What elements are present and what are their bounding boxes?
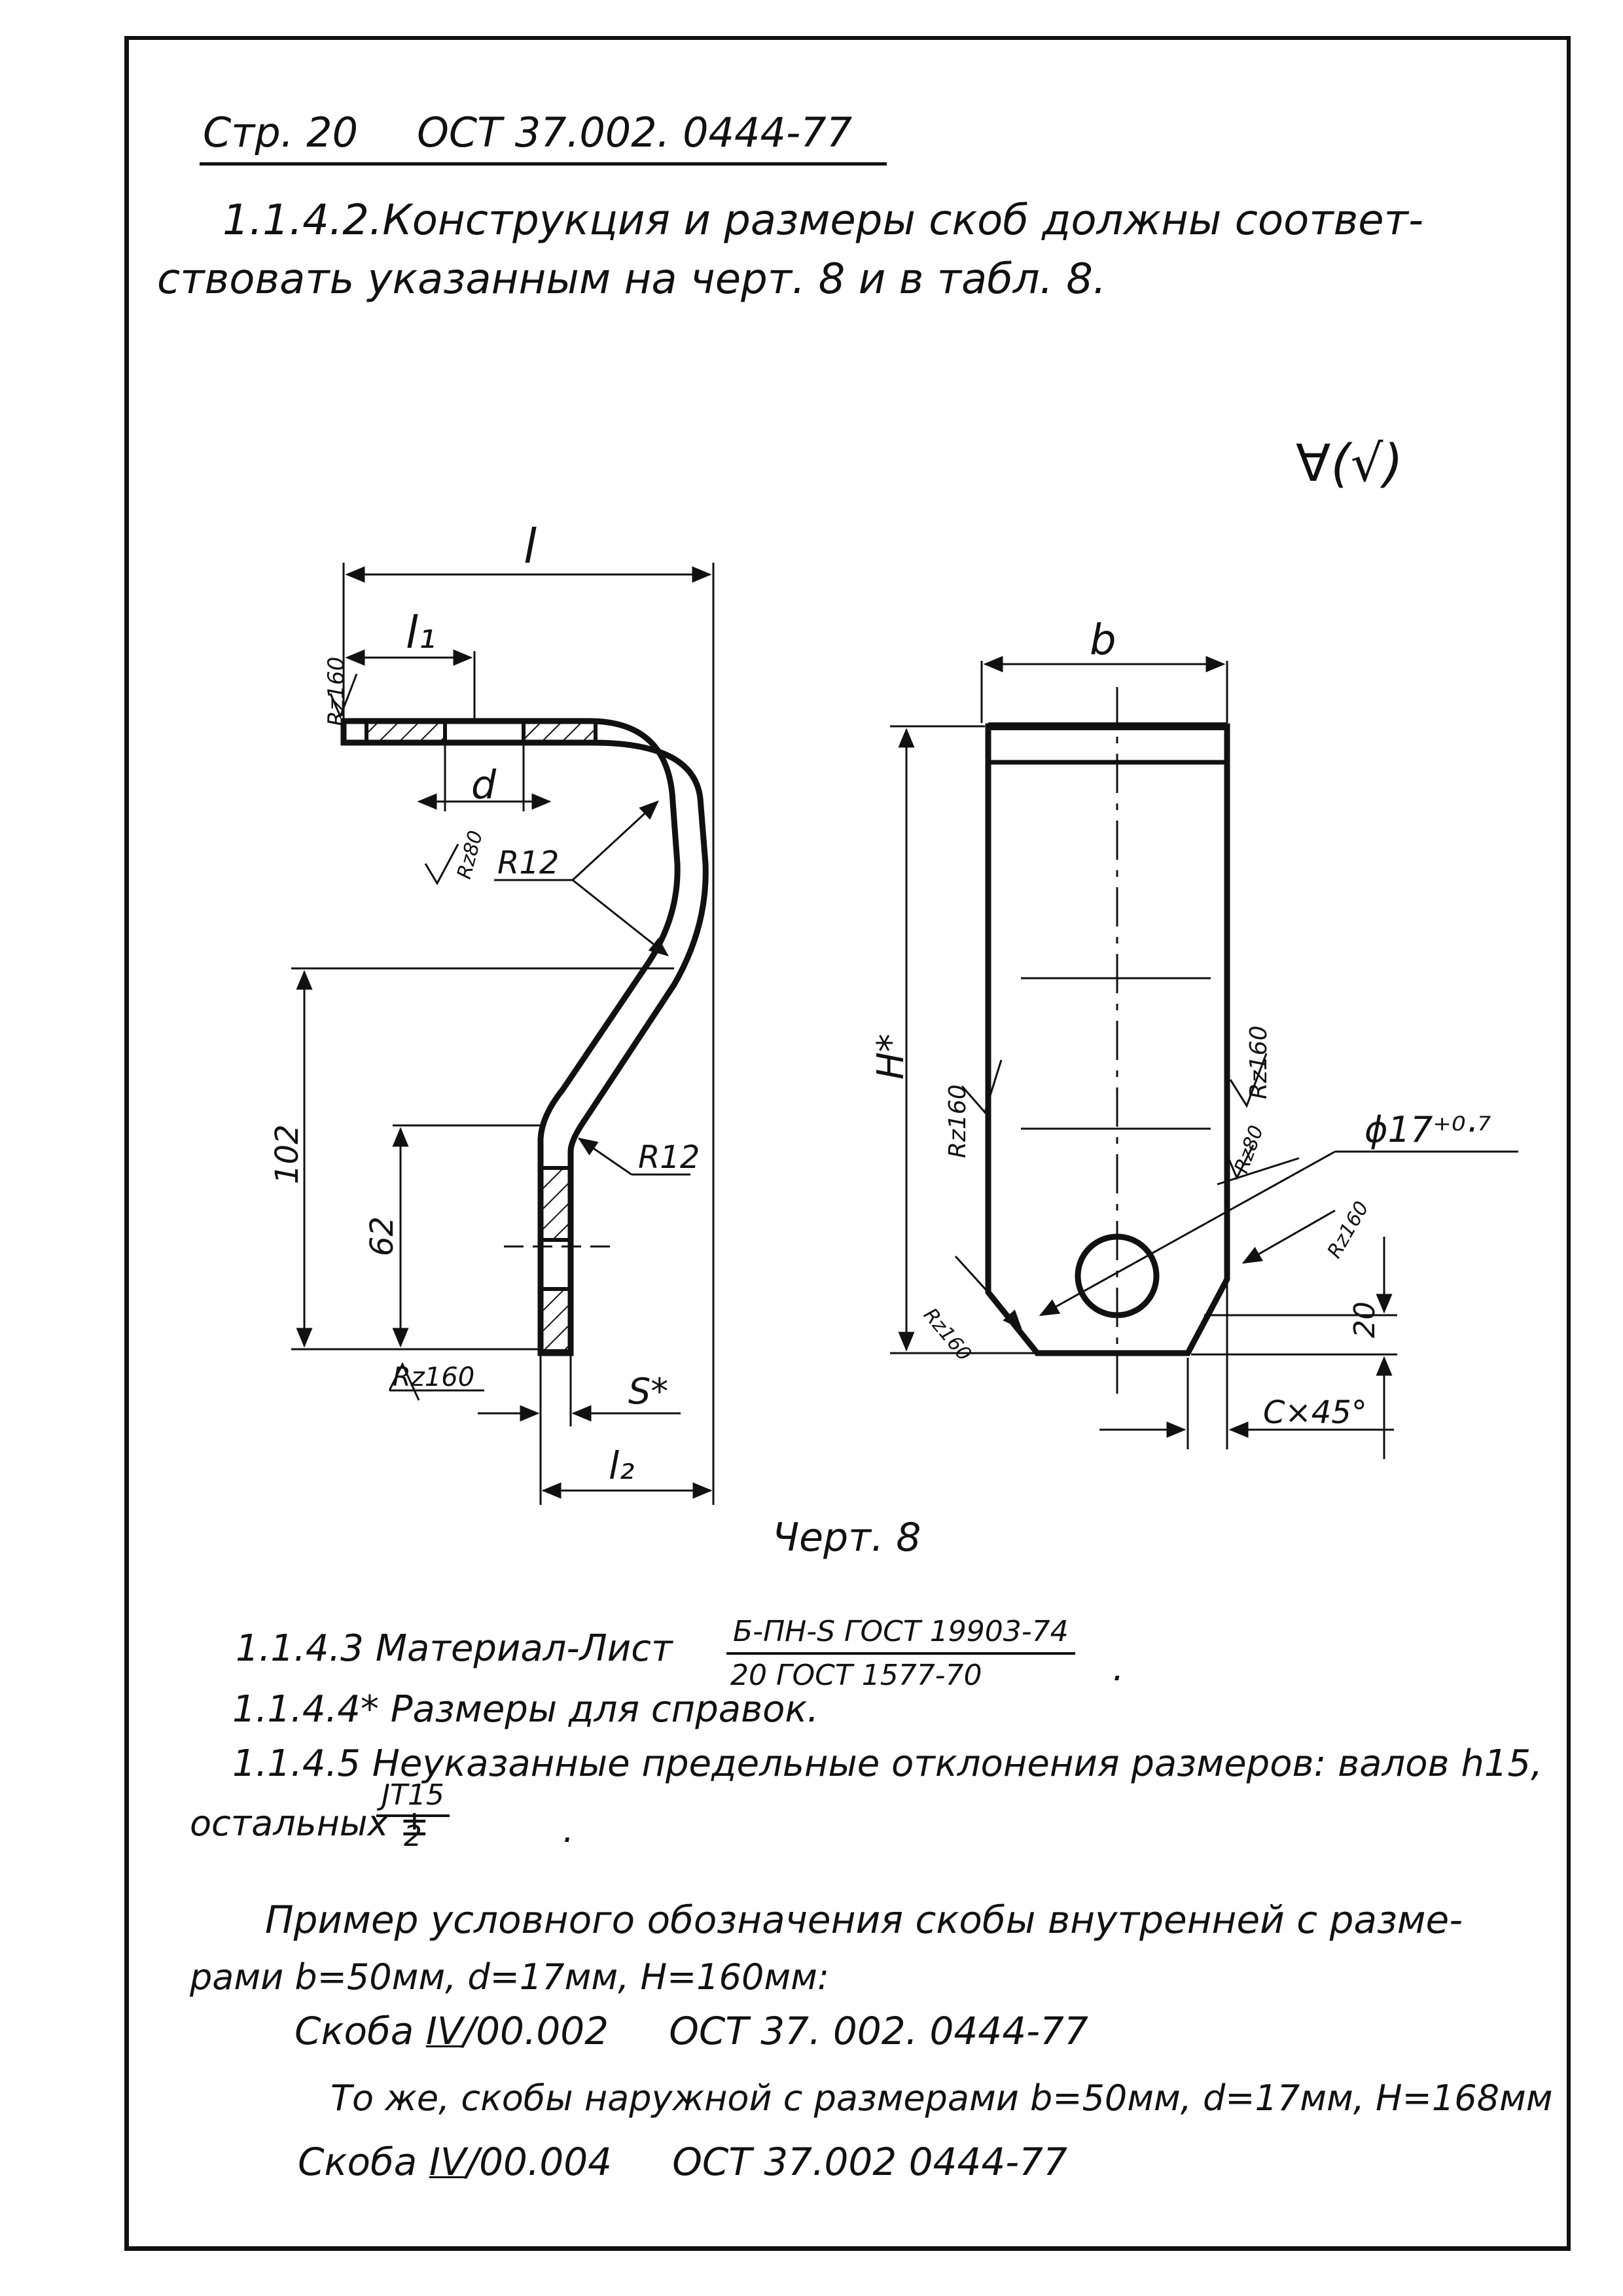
designation2-standard: ОСТ 37.002 0444-77 bbox=[672, 2140, 1067, 2184]
drawing-caption: Черт. 8 bbox=[772, 1515, 921, 1561]
tolerance-end: . bbox=[563, 1809, 575, 1850]
header-underline bbox=[200, 162, 887, 166]
dim-l2: l₂ bbox=[609, 1443, 634, 1488]
technical-drawing: ∀(√) bbox=[269, 434, 1518, 1505]
material-fraction: Б-ПН-S ГОСТ 19903-74 20 ГОСТ 1577-70 bbox=[726, 1615, 1075, 1692]
designation1-roman: IV bbox=[425, 2009, 463, 2053]
tolerance-fraction: JT15 2 bbox=[376, 1778, 450, 1853]
dim-62: 62 bbox=[364, 1216, 401, 1256]
clause-1142-line2: ствовать указанным на черт. 8 и в табл. … bbox=[157, 255, 1107, 304]
designation2-roman: IV bbox=[429, 2140, 467, 2184]
dim-l: l bbox=[524, 519, 537, 574]
note-tolerances-rest: остальных ± bbox=[190, 1803, 429, 1844]
front-view-labels: b H* ϕ17⁺⁰·⁷ 20 C×45° Rz160 Rz160 Rz80 R… bbox=[870, 616, 1491, 1431]
designation-external: Скоба IV/00.004 ОСТ 37.002 0444-77 bbox=[298, 2143, 1067, 2181]
example-line1: Пример условного обозначения скобы внутр… bbox=[265, 1898, 1463, 1942]
dim-102: 102 bbox=[269, 1124, 306, 1184]
radius-top: R12 bbox=[497, 845, 559, 881]
dim-20: 20 bbox=[1348, 1301, 1382, 1338]
rough-bottom: Rz160 bbox=[393, 1362, 474, 1392]
rough-top: Rz160 bbox=[323, 657, 349, 726]
material-end: . bbox=[1113, 1647, 1124, 1689]
designation2-word: Скоба bbox=[298, 2140, 418, 2184]
material-numerator: Б-ПН-S ГОСТ 19903-74 bbox=[726, 1615, 1075, 1655]
side-view-labels: l l₁ d R12 R12 102 62 S* l₂ Rz160 Rz80 R… bbox=[269, 519, 700, 1488]
page-number: Стр. 20 bbox=[203, 109, 359, 156]
dim-d: d bbox=[471, 762, 497, 808]
designation2-code: /00.004 bbox=[466, 2140, 613, 2184]
dim-l1: l₁ bbox=[406, 607, 436, 659]
designation-internal: Скоба IV/00.002 ОСТ 37. 002. 0444-77 bbox=[294, 2012, 1088, 2050]
rough-chamfer-left: Rz160 bbox=[919, 1304, 976, 1366]
clause-1142-line1: 1.1.4.2.Конструкция и размеры скоб должн… bbox=[223, 196, 1424, 245]
rough-left: Rz160 bbox=[944, 1084, 971, 1158]
note-tolerances: 1.1.4.5 Неуказанные предельные отклонени… bbox=[232, 1742, 1543, 1785]
example-line3: То же, скобы наружной с размерами b=50мм… bbox=[330, 2077, 1553, 2119]
dim-chamfer: C×45° bbox=[1263, 1394, 1367, 1431]
standard-number: ОСТ 37.002. 0444-77 bbox=[417, 109, 853, 156]
page-frame bbox=[124, 36, 1571, 2251]
dim-h: H* bbox=[870, 1034, 912, 1080]
note-reference: 1.1.4.4* Размеры для справок. bbox=[232, 1688, 819, 1731]
rough-chamfer-right: Rz160 bbox=[1323, 1197, 1374, 1262]
designation1-word: Скоба bbox=[294, 2009, 414, 2053]
dim-s: S* bbox=[628, 1371, 668, 1412]
designation1-code: /00.002 bbox=[463, 2009, 609, 2053]
roughness-mark: ∀(√) bbox=[1296, 434, 1403, 493]
front-view bbox=[890, 656, 1518, 1459]
side-view bbox=[291, 563, 715, 1505]
material-denominator: 20 ГОСТ 1577-70 bbox=[730, 1659, 982, 1692]
bracket-profile bbox=[340, 718, 709, 1356]
radius-bottom: R12 bbox=[638, 1139, 700, 1176]
designation1-standard: ОСТ 37. 002. 0444-77 bbox=[669, 2009, 1088, 2053]
dim-hole: ϕ17⁺⁰·⁷ bbox=[1364, 1109, 1491, 1150]
example-line2: рами b=50мм, d=17мм, H=160мм: bbox=[190, 1956, 830, 1998]
bracket-front-outline bbox=[985, 723, 1230, 1356]
rough-hole: Rz80 bbox=[453, 828, 488, 881]
dim-b: b bbox=[1090, 616, 1116, 665]
rough-right: Rz160 bbox=[1245, 1025, 1272, 1099]
tol-numerator: JT15 bbox=[376, 1778, 450, 1817]
tol-denominator: 2 bbox=[403, 1820, 422, 1853]
rough-hole-front: Rz80 bbox=[1230, 1123, 1268, 1176]
material-label: 1.1.4.3 Материал-Лист bbox=[236, 1627, 673, 1670]
